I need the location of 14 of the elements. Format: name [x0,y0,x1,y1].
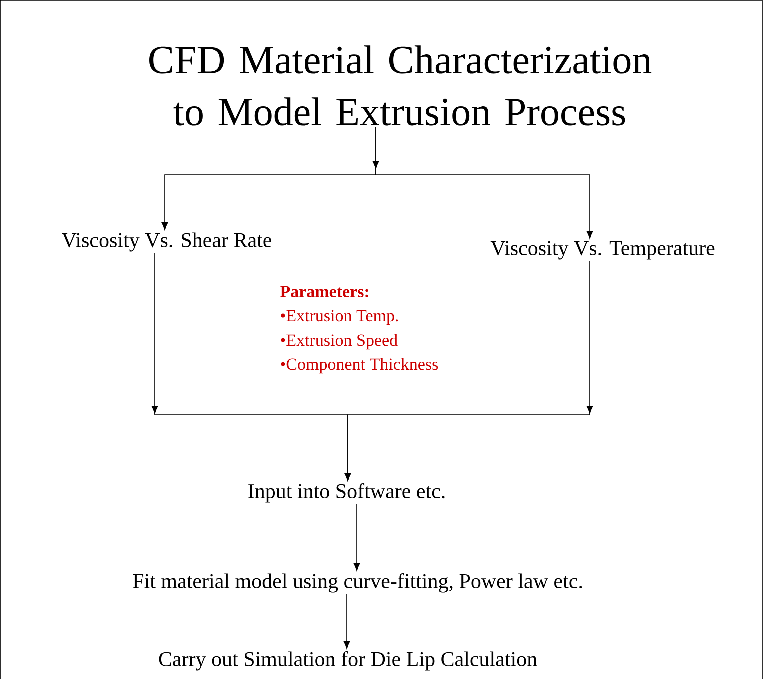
parameter-item: •Extrusion Speed [281,334,398,350]
parameter-item: •Extrusion Temp. [281,310,398,326]
parameters-heading: Parameters: [280,286,368,298]
step-text: Carry out Simulation for Die Lip Calculation [159,651,538,671]
arrow [354,504,360,572]
step-text: Viscosity Vs. Temperature [490,241,715,260]
arrow [372,126,594,239]
step-text: Fit material model using curve-fitting, Power law etc. [133,573,582,593]
step-text: Input into Software etc. [248,484,445,503]
arrow [344,260,594,482]
parameter-item: •Component Thickness [281,358,438,374]
step-text: Viscosity Vs. Shear Rate [62,232,272,252]
arrow [344,594,350,650]
title-text: CFD Material Characterization to Model Extrusion Process [150,46,652,126]
